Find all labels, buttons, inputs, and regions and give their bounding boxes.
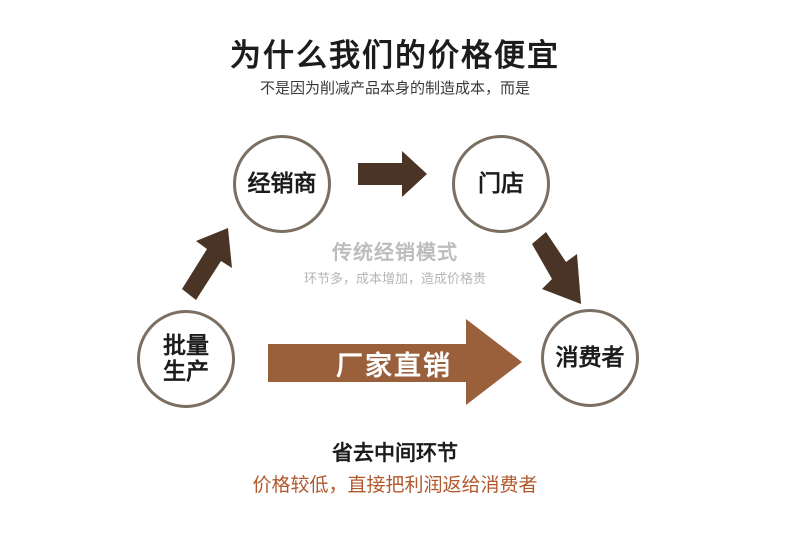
node-production: 批量 生产 [137, 310, 235, 408]
direct-sale-arrow [268, 319, 522, 405]
page-title: 为什么我们的价格便宜 [230, 38, 560, 74]
node-distributor: 经销商 [233, 135, 331, 233]
direct-sale-label: 厂家直销 [336, 351, 452, 382]
footer-subtitle: 价格较低，直接把利润返给消费者 [252, 474, 538, 496]
node-store-label: 门店 [478, 170, 524, 197]
node-production-label-line2: 生产 [163, 358, 209, 385]
node-store: 门店 [452, 135, 550, 233]
node-consumer: 消费者 [541, 309, 639, 407]
node-consumer-label: 消费者 [555, 344, 625, 371]
arrow-store-to-consumer [532, 232, 581, 304]
arrow-distributor-to-store [358, 151, 427, 197]
traditional-model-description: 环节多，成本增加，造成价格贵 [303, 272, 486, 287]
node-distributor-label: 经销商 [247, 170, 317, 197]
node-production-label-line1: 批量 [163, 332, 209, 359]
arrow-production-to-distributor [182, 228, 232, 300]
footer-title: 省去中间环节 [332, 440, 458, 465]
traditional-model-title: 传统经销模式 [332, 240, 458, 264]
page-subtitle: 不是因为削减产品本身的制造成本，而是 [259, 79, 530, 97]
